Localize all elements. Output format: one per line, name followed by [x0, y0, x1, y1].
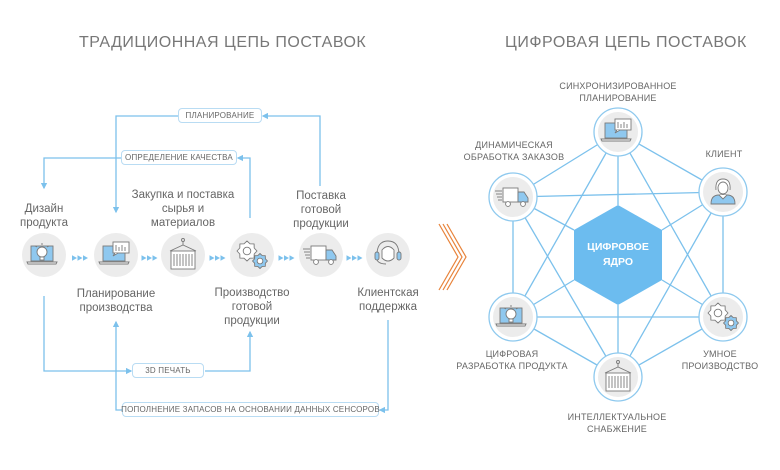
step-label-delivery: Поставка готовой продукции [293, 189, 349, 231]
flow-arrow [209, 255, 226, 261]
node-label-line: ДИНАМИЧЕСКАЯ [475, 140, 553, 150]
step-label-line: продукта [20, 217, 68, 229]
node-label-sync-planning: СИНХРОНИЗИРОВАННОЕ ПЛАНИРОВАНИЕ [559, 80, 676, 104]
digital-node-supply [593, 352, 643, 402]
tag-planning: ПЛАНИРОВАНИЕ [178, 108, 262, 123]
step-label-line: готовой [300, 204, 342, 216]
laptop-lightbulb-icon [495, 305, 527, 327]
step-node-support [366, 233, 410, 277]
flow-arrow [278, 255, 295, 261]
digital-title: ЦИФРОВАЯ ЦЕПЬ ПОСТАВОК [505, 34, 747, 51]
gears-icon [236, 240, 268, 269]
node-label-intelligent-supply: ИНТЕЛЛЕКТУАЛЬНОЕ СНАБЖЕНИЕ [568, 411, 667, 435]
node-label-line: ПРОИЗВОДСТВО [681, 361, 759, 371]
step-label-line: Дизайн [24, 203, 64, 215]
diagonal-connector [512, 196, 619, 378]
digital-node-product [488, 292, 538, 342]
flow-arrow [141, 255, 158, 261]
step-label-procurement: Закупка и поставка сырья и материалов [132, 188, 235, 230]
triple-chevron-right-icon [438, 223, 467, 291]
step-label-line: сырья и [161, 203, 205, 215]
truck-icon [495, 187, 529, 207]
diagonal-connector [512, 131, 619, 318]
step-label-line: Клиентская [357, 287, 419, 299]
connector-planning [112, 112, 321, 214]
connector-quality [40, 154, 251, 218]
step-label-line: материалов [150, 217, 216, 229]
step-label-line: Планирование [76, 288, 156, 300]
headset-icon [374, 240, 402, 265]
step-label-line: продукции [293, 218, 349, 230]
tag-sensor-replenishment: ПОПОЛНЕНИЕ ЗАПАСОВ НА ОСНОВАНИИ ДАННЫХ С… [121, 402, 380, 417]
node-label-client: КЛИЕНТ [706, 148, 743, 160]
node-label-smart-manufacturing: УМНОЕ ПРОИЗВОДСТВО [682, 348, 759, 372]
step-label-production: Производство готовой продукции [215, 286, 290, 328]
step-label-line: продукции [224, 315, 280, 327]
digital-core-label: ЦИФРОВОЕ ЯДРО [587, 240, 649, 270]
node-label-line: ЦИФРОВАЯ [485, 349, 539, 359]
connector-3d-printing [43, 296, 254, 375]
step-label-planning: Планирование производства [77, 287, 155, 315]
node-label-line: КЛИЕНТ [705, 149, 743, 159]
digital-node-smart [698, 292, 748, 342]
flow-arrow [72, 255, 88, 261]
traditional-title: ТРАДИЦИОННАЯ ЦЕПЬ ПОСТАВОК [79, 34, 367, 51]
digital-node-client [698, 167, 748, 217]
laptop-lightbulb-icon [26, 243, 58, 265]
node-label-line: УМНОЕ [703, 349, 737, 359]
core-label-line: ЦИФРОВОЕ [587, 241, 649, 253]
step-node-procurement [161, 233, 205, 277]
step-label-design: Дизайн продукта [20, 202, 68, 230]
person-icon [710, 178, 736, 205]
laptop-chart-icon [98, 241, 130, 265]
node-label-line: СИНХРОНИЗИРОВАННОЕ [559, 81, 677, 91]
step-label-line: Поставка [296, 190, 346, 202]
tag-3d-printing: 3D ПЕЧАТЬ [132, 363, 204, 378]
laptop-chart-icon [600, 118, 632, 142]
step-label-line: готовой [231, 301, 273, 313]
connector-replenishment [112, 320, 389, 414]
step-label-support: Клиентская поддержка [357, 286, 418, 314]
digital-node-sync [593, 107, 643, 157]
truck-icon [303, 245, 337, 265]
container-icon [169, 238, 197, 270]
digital-node-orders [488, 172, 538, 222]
node-label-line: ОБРАБОТКА ЗАКАЗОВ [463, 152, 565, 162]
node-label-line: РАЗРАБОТКА ПРОДУКТА [456, 361, 568, 371]
step-label-line: Производство [214, 287, 290, 299]
container-icon [604, 360, 632, 392]
step-node-production [230, 233, 274, 277]
step-node-delivery [299, 233, 343, 277]
node-label-dynamic-orders: ДИНАМИЧЕСКАЯ ОБРАБОТКА ЗАКАЗОВ [464, 139, 565, 163]
node-label-line: ИНТЕЛЛЕКТУАЛЬНОЕ [567, 412, 667, 422]
flow-arrow [346, 255, 363, 261]
node-label-line: СНАБЖЕНИЕ [586, 424, 647, 434]
node-label-digital-product: ЦИФРОВАЯ РАЗРАБОТКА ПРОДУКТА [456, 348, 567, 372]
step-label-line: Закупка и поставка [131, 189, 235, 201]
digital-core-hexagon [574, 205, 662, 305]
step-label-line: поддержка [359, 301, 417, 313]
gears-icon [707, 302, 739, 331]
step-node-design [22, 233, 66, 277]
step-node-planning [94, 233, 138, 277]
step-label-line: производства [79, 302, 153, 314]
tag-quality-definition: ОПРЕДЕЛЕНИЕ КАЧЕСТВА [121, 150, 237, 165]
core-label-line: ЯДРО [602, 256, 634, 268]
node-label-line: ПЛАНИРОВАНИЕ [579, 93, 657, 103]
